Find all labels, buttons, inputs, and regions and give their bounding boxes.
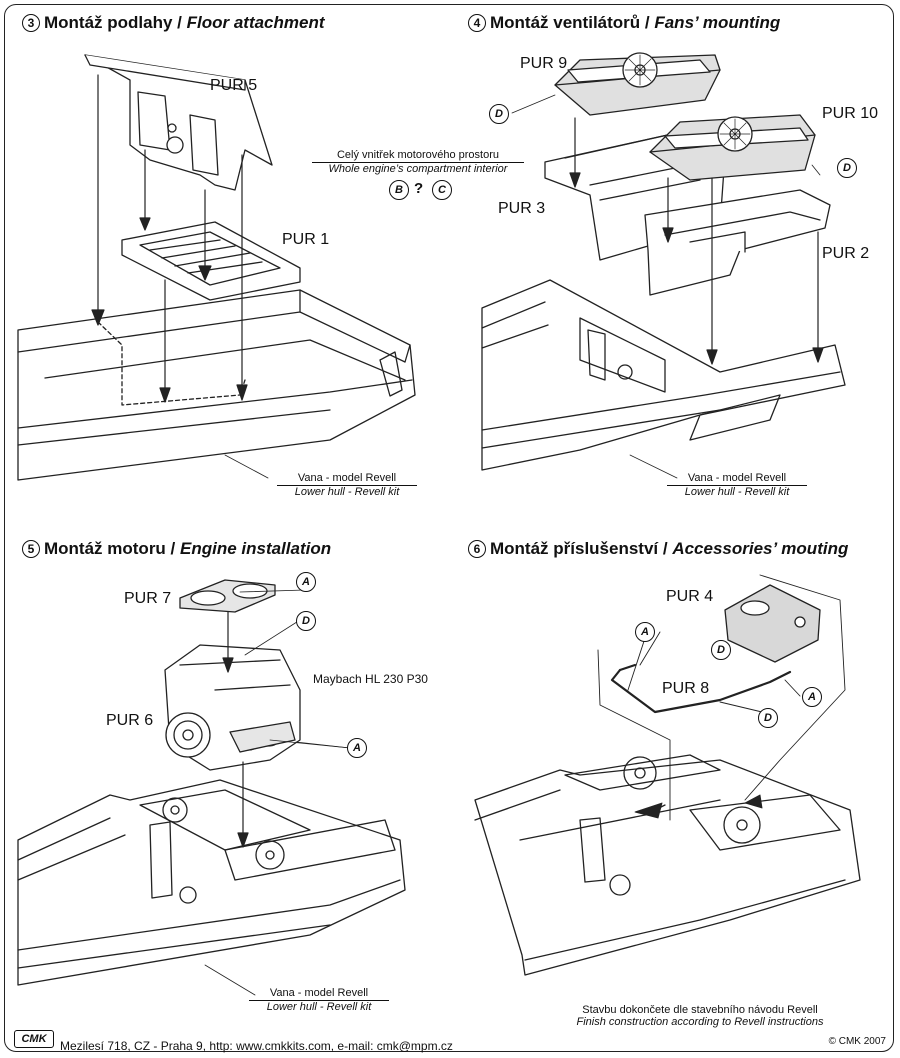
hull-note-section-3: Vana - model Revell Lower hull - Revell … — [277, 472, 417, 498]
step-6-number: 6 — [468, 540, 486, 558]
pipe-pur8 — [610, 663, 792, 714]
hull-section-4 — [481, 279, 846, 471]
badge-a-pipe-left: A — [635, 622, 655, 642]
part-label-pur8: PUR 8 — [662, 680, 710, 697]
section-5-title-en: Engine installation — [179, 539, 332, 558]
footer-address: Mezilesí 718, CZ - Praha 9, http: www.cm… — [60, 1039, 453, 1053]
floor-pur1 — [121, 221, 301, 301]
section-4-title-en: Fans’ mounting — [654, 13, 781, 32]
finish-note: Stavbu dokončete dle stavebního návodu R… — [540, 1004, 860, 1028]
section-4-title-cz: Montáž ventilátorů / — [490, 13, 655, 32]
finish-note-cz: Stavbu dokončete dle stavebního návodu R… — [582, 1004, 818, 1016]
badge-b: B — [389, 180, 409, 200]
hull-note-section-4: Vana - model Revell Lower hull - Revell … — [667, 472, 807, 498]
part-label-pur1: PUR 1 — [282, 231, 330, 248]
section-5-title-cz: Montáž motoru / — [44, 539, 180, 558]
arrows-section-3 — [91, 74, 248, 403]
fan-pur9 — [554, 52, 721, 116]
badge-d-pur10: D — [837, 158, 857, 178]
floor-pur5 — [84, 54, 273, 191]
badge-c: C — [432, 180, 452, 200]
fan-pur10 — [649, 114, 816, 181]
interior-note-en: Whole engine’s compartment interior — [328, 163, 508, 175]
badge-d-pur4: D — [711, 640, 731, 660]
part-label-pur10: PUR 10 — [822, 105, 879, 122]
caption-leaders — [204, 94, 821, 996]
hull-note-section-5: Vana - model Revell Lower hull - Revell … — [249, 987, 389, 1013]
hull-section-6 — [474, 754, 861, 976]
hull-note-4-en: Lower hull - Revell kit — [684, 486, 790, 498]
hull-section-3 — [17, 289, 416, 481]
cover-pur4 — [724, 584, 821, 663]
step-3-number: 3 — [22, 14, 40, 32]
arrows-section-6 — [597, 574, 846, 821]
interior-note-cz: Celý vnitřek motorového prostoru — [312, 149, 524, 163]
part-label-pur9: PUR 9 — [520, 55, 568, 72]
badge-a-pipe-right: A — [802, 687, 822, 707]
finish-note-en: Finish construction according to Revell … — [576, 1016, 824, 1028]
step-4-number: 4 — [468, 14, 486, 32]
arrows-section-5 — [222, 589, 351, 848]
section-6-title-en: Accessories’ mouting — [672, 539, 849, 558]
cmk-logo: CMK — [14, 1030, 54, 1048]
badge-d-pur9: D — [489, 104, 509, 124]
engine-name: Maybach HL 230 P30 — [313, 672, 428, 686]
section-6-title-cz: Montáž příslušenství / — [490, 539, 673, 558]
part-label-pur3: PUR 3 — [498, 200, 546, 217]
hull-section-5 — [17, 779, 406, 986]
hull-note-3-en: Lower hull - Revell kit — [294, 486, 400, 498]
hull-note-3-cz: Vana - model Revell — [277, 472, 417, 486]
section-3-title-cz: Montáž podlahy / — [44, 13, 187, 32]
engine-pur6 — [164, 644, 301, 771]
arrows-section-4 — [569, 117, 824, 365]
part-label-pur2: PUR 2 — [822, 245, 870, 262]
question-mark: ? — [414, 180, 424, 197]
part-label-pur7: PUR 7 — [124, 590, 172, 607]
cooler-pur7 — [179, 579, 276, 613]
hull-note-4-cz: Vana - model Revell — [667, 472, 807, 486]
badge-d-engine: D — [296, 611, 316, 631]
interior-note: Celý vnitřek motorového prostoru Whole e… — [312, 149, 524, 175]
hull-note-5-en: Lower hull - Revell kit — [266, 1001, 372, 1013]
badge-a-pur7: A — [296, 572, 316, 592]
step-5-number: 5 — [22, 540, 40, 558]
interior-pur2 — [644, 189, 831, 296]
badge-d-pipe: D — [758, 708, 778, 728]
hull-note-5-cz: Vana - model Revell — [249, 987, 389, 1001]
part-label-pur5: PUR 5 — [210, 77, 258, 94]
page-frame — [4, 4, 894, 1052]
part-label-pur4: PUR 4 — [666, 588, 714, 605]
part-label-pur6: PUR 6 — [106, 712, 154, 729]
section-3-title-en: Floor attachment — [186, 13, 325, 32]
copyright: © CMK 2007 — [828, 1036, 886, 1047]
badge-a-engine: A — [347, 738, 367, 758]
